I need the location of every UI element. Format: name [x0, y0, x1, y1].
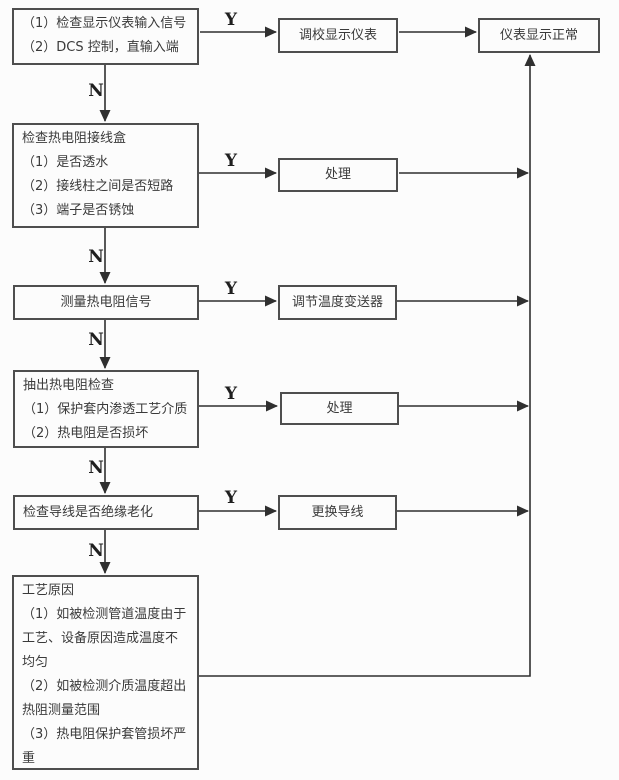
node-text-line: （3）热电阻保护套管损坏严重 — [22, 727, 187, 766]
node-pull-out-rtd-check: 抽出热电阻检查 （1）保护套内渗透工艺介质 （2）热电阻是否损坏 — [13, 370, 199, 448]
node-instrument-normal: 仪表显示正常 — [478, 18, 600, 53]
node-handle-2: 处理 — [280, 392, 399, 425]
node-text-line: （1）是否透水 — [22, 155, 109, 170]
node-text-line: 处理 — [324, 167, 351, 182]
node-text-line: （2）接线柱之间是否短路 — [22, 179, 174, 194]
node-handle-1: 处理 — [278, 158, 398, 192]
no-label: N — [88, 541, 104, 561]
yes-label: Y — [224, 151, 238, 171]
node-text-line: （2）热电阻是否损坏 — [23, 426, 149, 441]
node-check-junction-box: 检查热电阻接线盒 （1）是否透水 （2）接线柱之间是否短路 （3）端子是否锈蚀 — [12, 123, 199, 228]
node-text-line: 抽出热电阻检查 — [23, 378, 115, 393]
node-replace-wire: 更换导线 — [278, 495, 397, 530]
node-process-cause: 工艺原因 （1）如被检测管道温度由于工艺、设备原因造成温度不均匀 （2）如被检测… — [12, 575, 199, 770]
no-label: N — [88, 247, 104, 267]
node-text-line: 仪表显示正常 — [499, 27, 578, 43]
node-calibrate-display: 调校显示仪表 — [278, 18, 398, 53]
node-text-line: （1）保护套内渗透工艺介质 — [23, 402, 188, 417]
node-check-input-signal: （1）检查显示仪表输入信号 （2）DCS 控制，直输入端 — [12, 8, 199, 65]
node-text-line: 调节温度变送器 — [291, 294, 383, 310]
node-adjust-transmitter: 调节温度变送器 — [278, 285, 397, 320]
node-text-line: 处理 — [326, 400, 353, 416]
node-text-line: 测量热电阻信号 — [60, 294, 152, 310]
yes-label: Y — [224, 10, 238, 30]
node-text-line: 更换导线 — [311, 504, 364, 520]
node-text-line: 调校显示仪表 — [298, 27, 377, 43]
no-label: N — [88, 458, 104, 478]
node-text-line: 检查导线是否绝缘老化 — [23, 504, 154, 520]
node-text-line: 工艺原因 — [22, 583, 75, 598]
node-text-line: （3）端子是否锈蚀 — [22, 203, 135, 218]
node-text-line: （2）如被检测介质温度超出热阻测量范围 — [22, 679, 187, 718]
yes-label: Y — [224, 488, 238, 508]
node-text-line: （2）DCS 控制，直输入端 — [22, 40, 179, 55]
yes-label: Y — [224, 384, 238, 404]
yes-label: Y — [224, 279, 238, 299]
node-text-line: （1）检查显示仪表输入信号 — [22, 16, 187, 31]
node-measure-rtd-signal: 测量热电阻信号 — [13, 285, 199, 320]
node-text-line: 检查热电阻接线盒 — [22, 131, 127, 146]
no-label: N — [88, 81, 104, 101]
node-text-line: （1）如被检测管道温度由于工艺、设备原因造成温度不均匀 — [22, 607, 187, 670]
no-label: N — [88, 330, 104, 350]
node-check-wire-insulation: 检查导线是否绝缘老化 — [13, 495, 199, 530]
trunk-line-step6-normal — [199, 54, 536, 677]
